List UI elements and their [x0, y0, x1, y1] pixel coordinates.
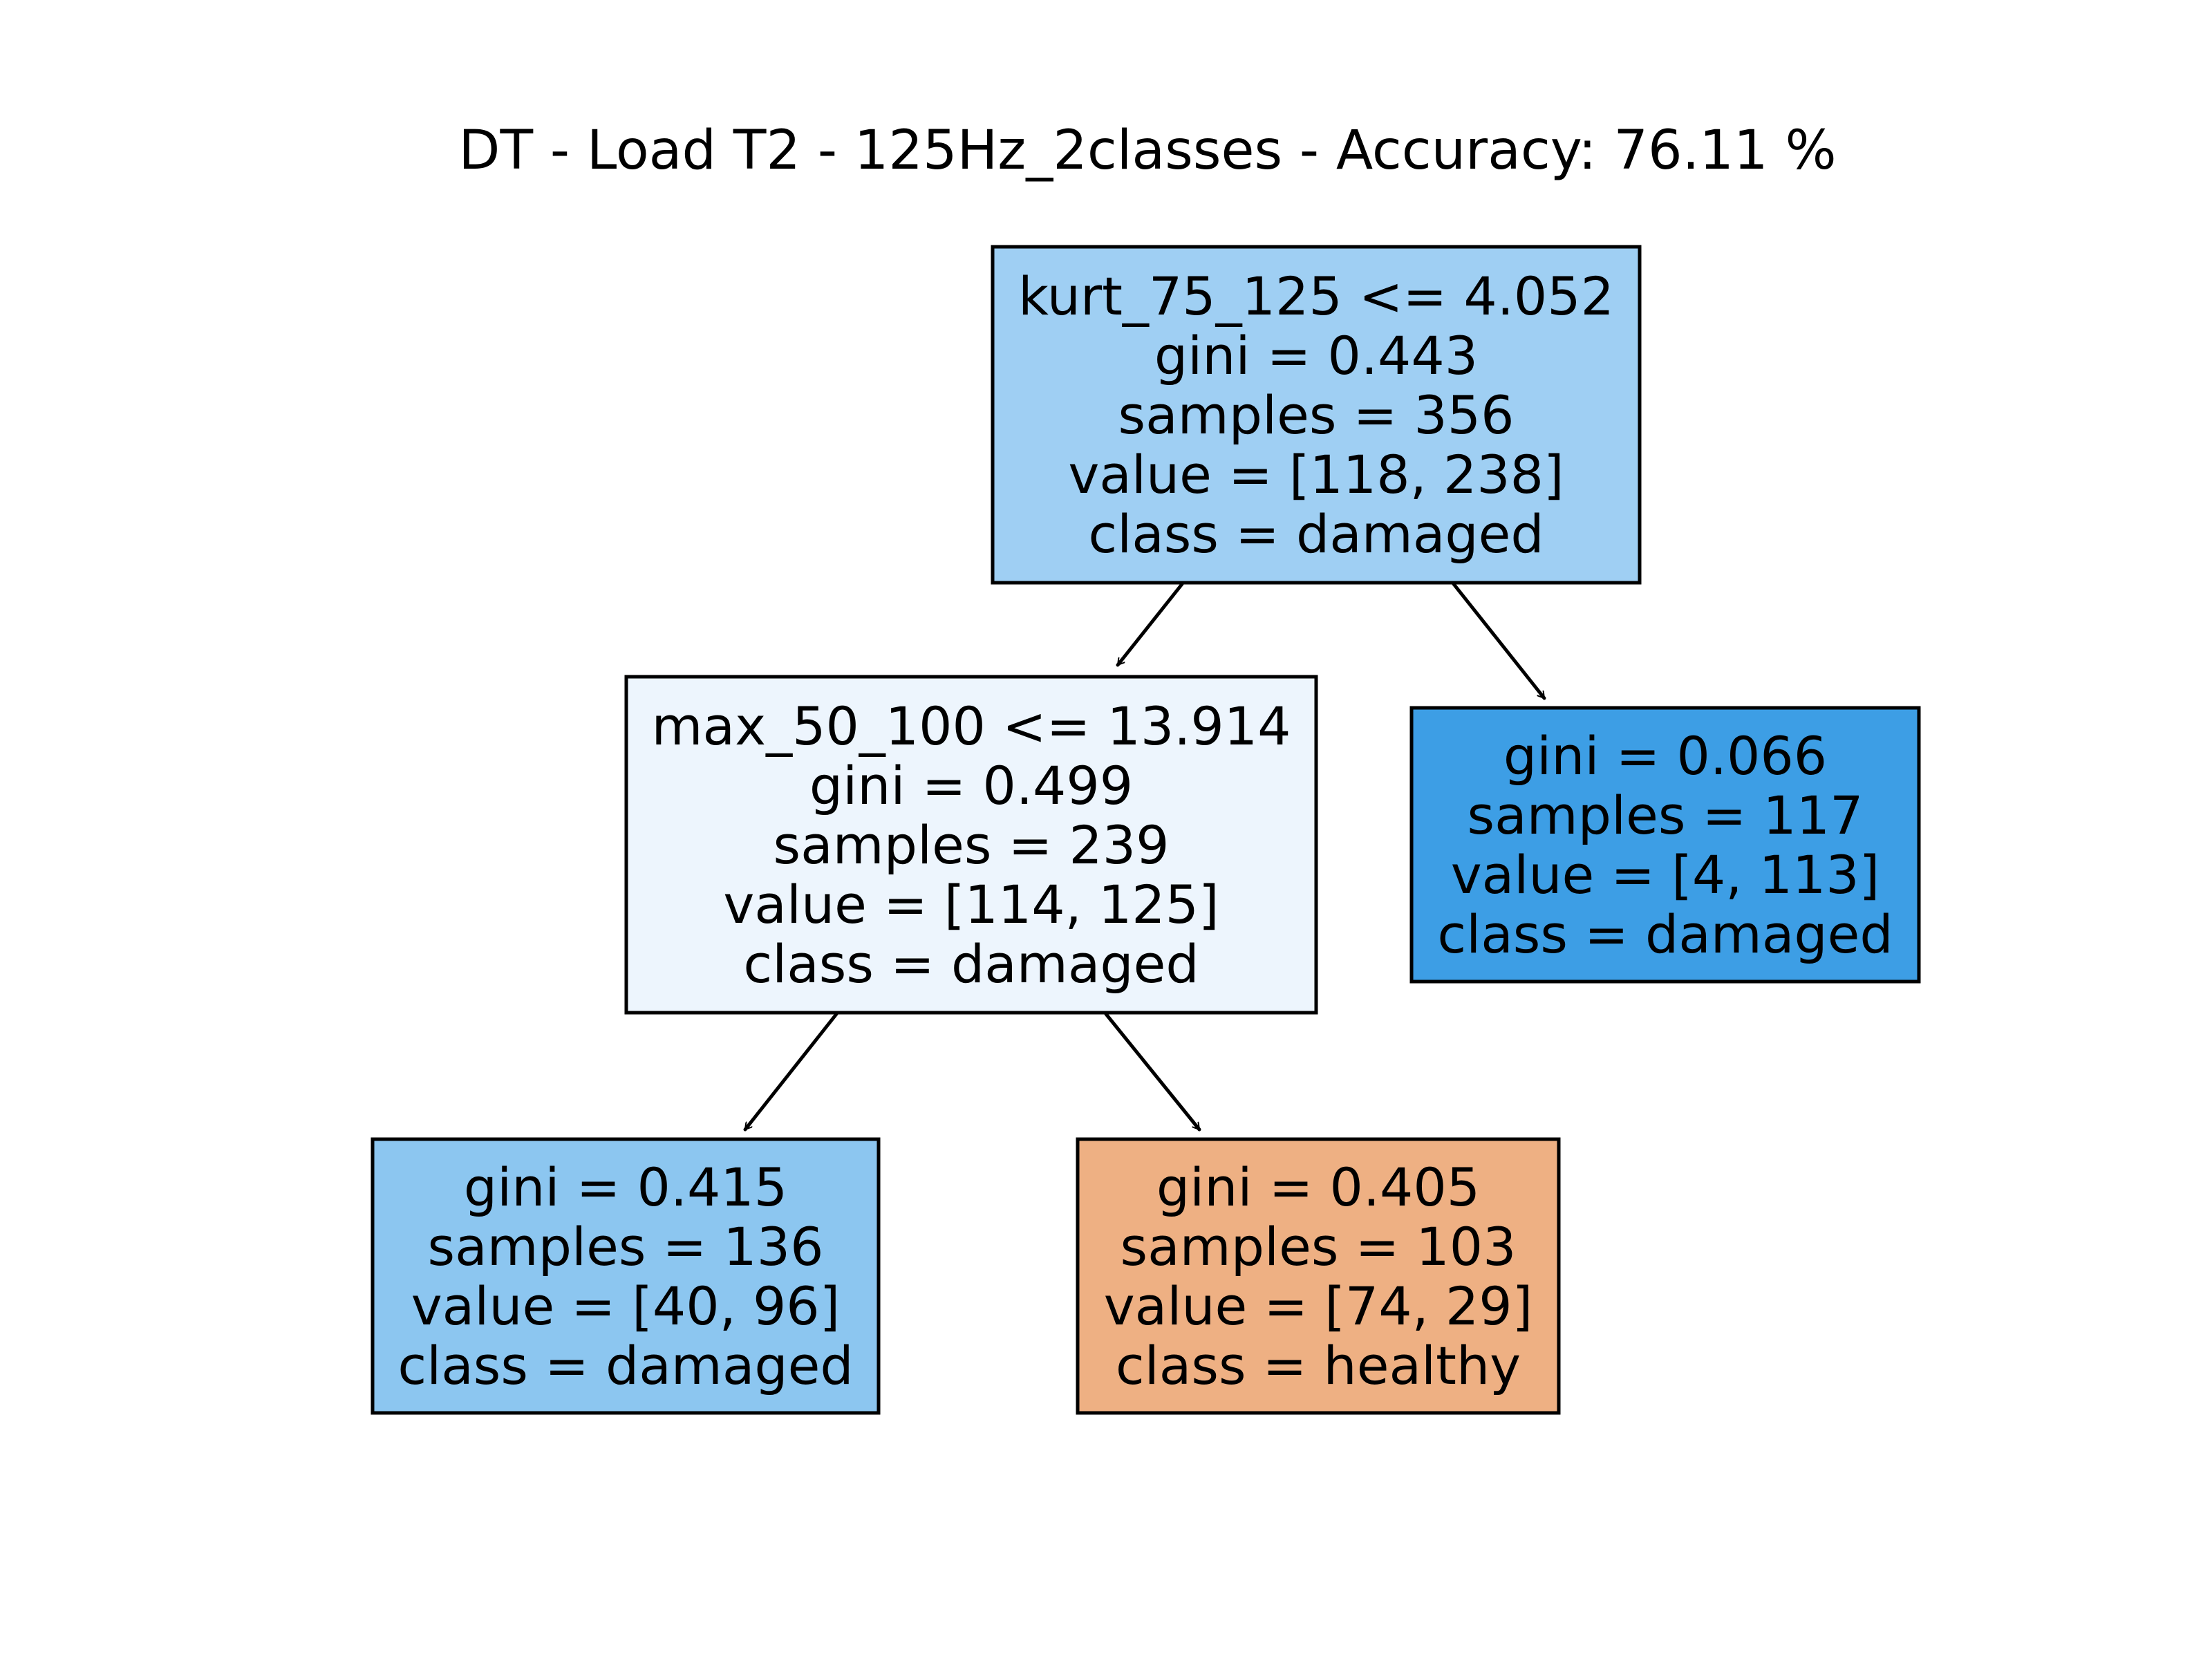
edges-layer — [743, 582, 1546, 1132]
node-text-line: value = [114, 125] — [723, 874, 1219, 935]
node-text-line: gini = 0.443 — [1154, 325, 1478, 386]
node-box — [1076, 1137, 1561, 1415]
node-box — [1409, 706, 1921, 984]
node-text-line: gini = 0.405 — [1156, 1156, 1480, 1218]
chart-title: DT - Load T2 - 125Hz_2classes - Accuracy… — [458, 120, 1836, 182]
node-box — [624, 675, 1318, 1015]
node-box — [991, 245, 1642, 585]
node-text-line: class = damaged — [743, 933, 1199, 995]
node-text-line: gini = 0.499 — [809, 755, 1133, 816]
node-text-line: samples = 103 — [1121, 1216, 1517, 1277]
node-text-line: value = [40, 96] — [411, 1275, 841, 1337]
edge-arrow-root-to-left — [1116, 582, 1184, 667]
node-text-line: class = damaged — [1088, 503, 1544, 565]
node-text-line: gini = 0.415 — [464, 1156, 787, 1218]
node-text-line: max_50_100 <= 13.914 — [652, 695, 1291, 757]
edge-arrow-left-to-left-left — [743, 1012, 838, 1132]
node-text-line: samples = 239 — [774, 814, 1170, 876]
edge-arrow-root-to-right — [1452, 582, 1546, 700]
edge-arrow-left-to-left-right — [1104, 1012, 1201, 1132]
node-text-line: gini = 0.066 — [1503, 725, 1827, 787]
node-text-line: class = damaged — [1437, 903, 1893, 965]
node-text-line: value = [74, 29] — [1104, 1275, 1533, 1337]
node-text-line: kurt_75_125 <= 4.052 — [1018, 265, 1614, 327]
node-text-line: samples = 136 — [428, 1216, 824, 1277]
node-text-line: samples = 117 — [1468, 785, 1864, 846]
node-text-line: class = damaged — [397, 1335, 853, 1396]
node-box — [371, 1137, 881, 1415]
node-text-line: value = [4, 113] — [1451, 844, 1880, 906]
node-text-line: samples = 356 — [1118, 384, 1515, 446]
node-text-line: class = healthy — [1116, 1335, 1521, 1396]
node-text-line: value = [118, 238] — [1068, 444, 1564, 505]
